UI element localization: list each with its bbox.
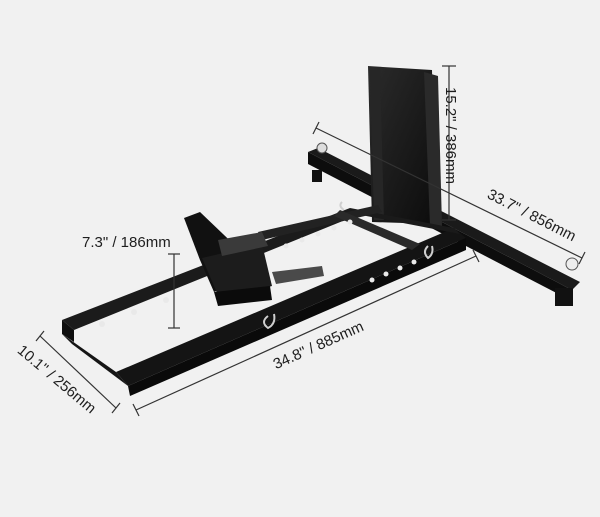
r-clip-pins bbox=[263, 201, 434, 330]
wheel-chock bbox=[184, 212, 324, 306]
chock-height-dimension-label: 7.3" / 186mm bbox=[82, 234, 171, 251]
dimension-lines bbox=[35, 65, 586, 417]
height-dimension-label: 15.2" / 386mm bbox=[442, 86, 460, 185]
front-rest-plate bbox=[368, 66, 442, 226]
